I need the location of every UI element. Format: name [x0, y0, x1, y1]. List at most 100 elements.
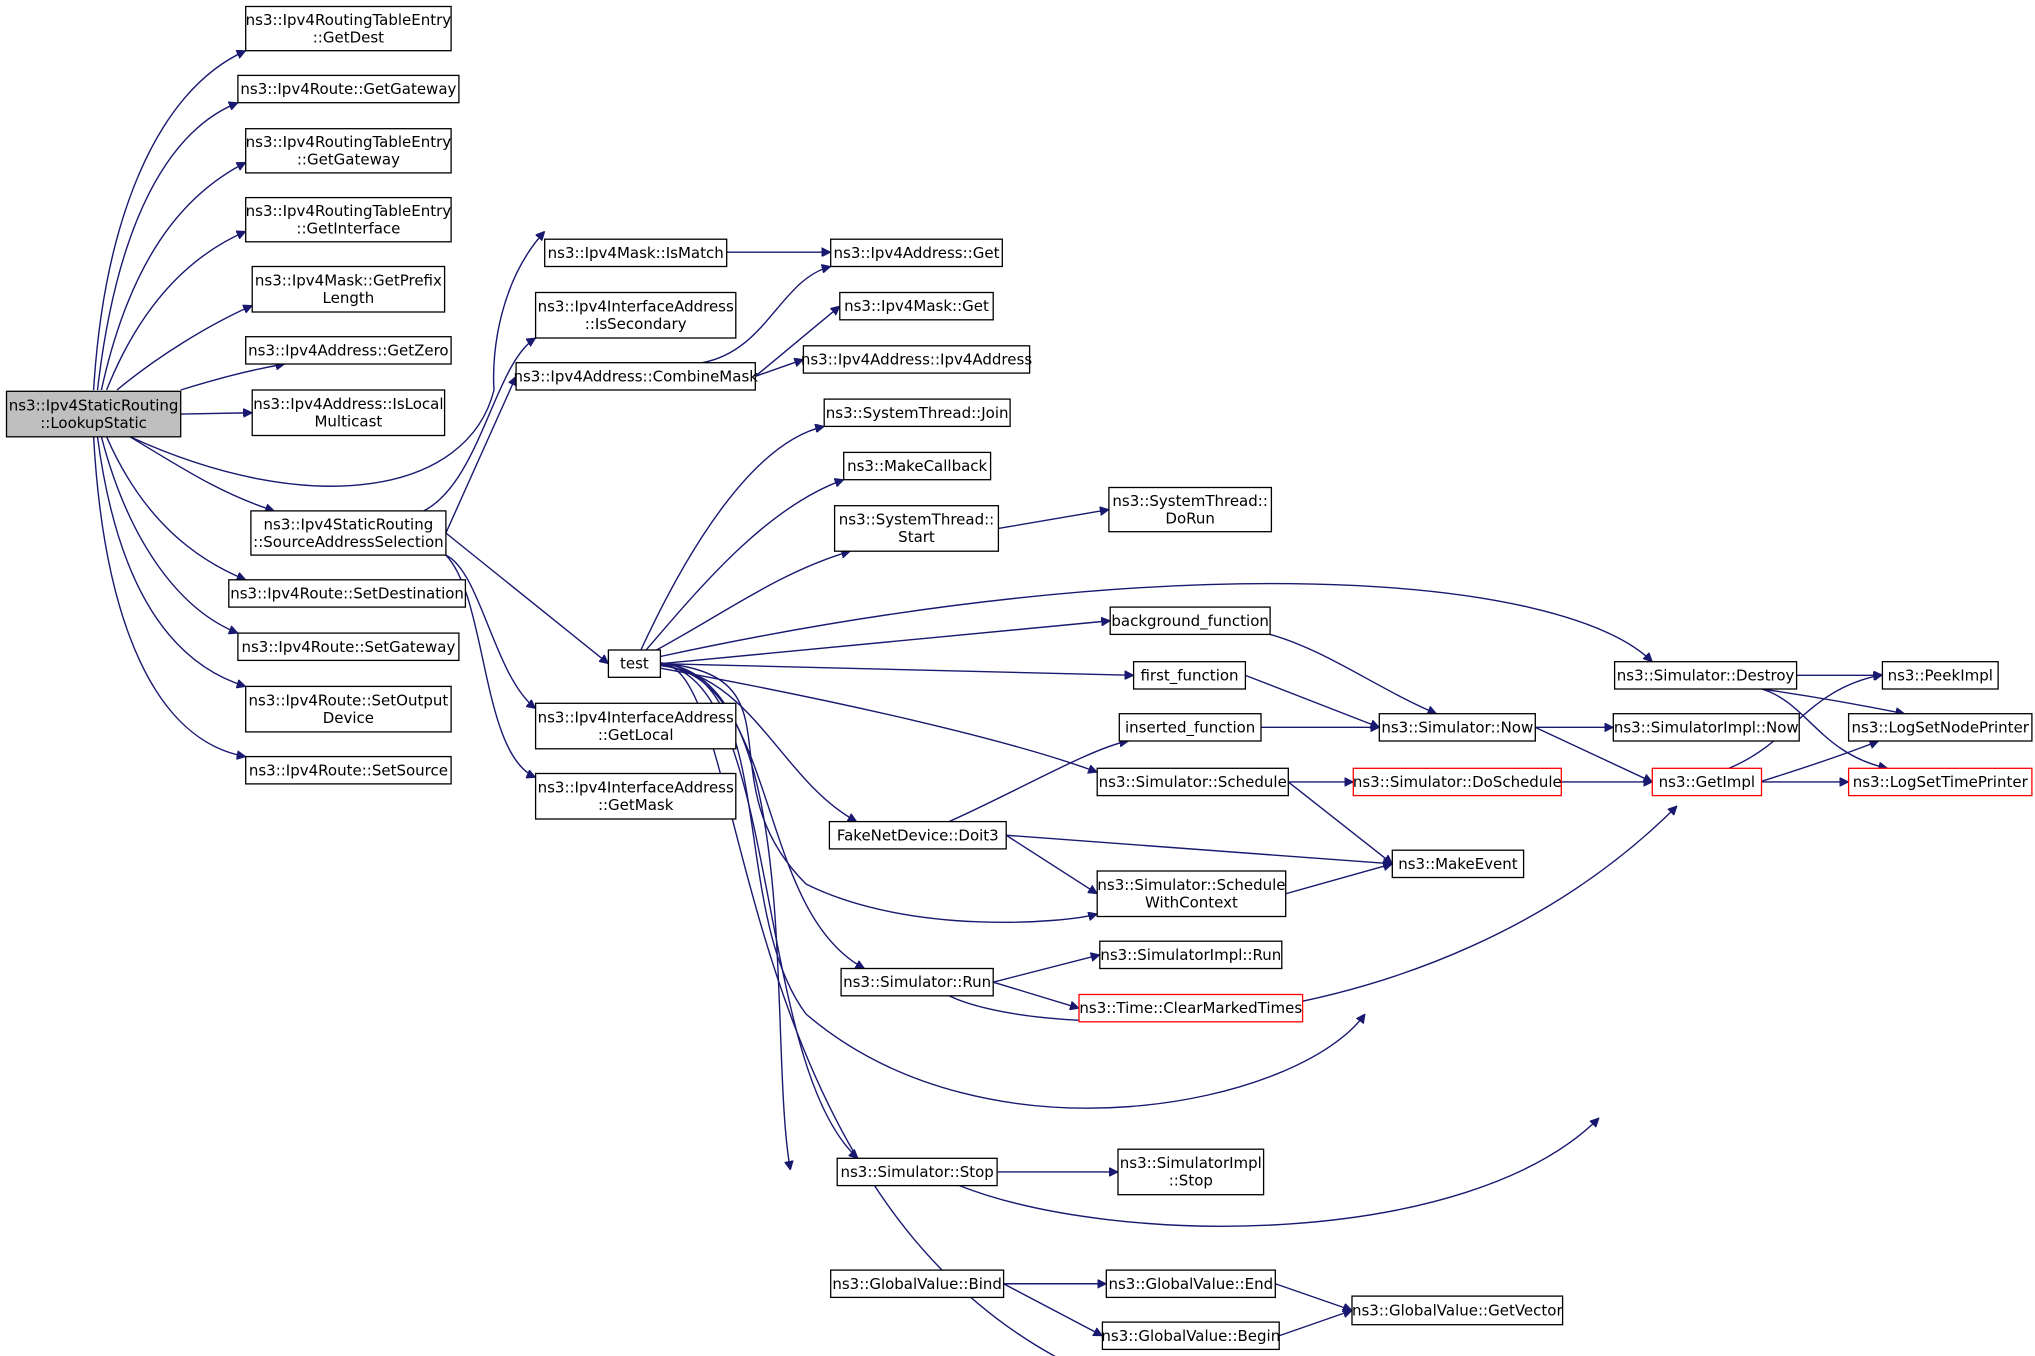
node-gv-begin[interactable]: ns3::GlobalValue::Begin: [1101, 1321, 1280, 1351]
node-logtime[interactable]: ns3::LogSetTimePrinter: [1847, 767, 2033, 797]
node-sim-now[interactable]: ns3::Simulator::Now: [1378, 713, 1536, 742]
edge-test-to-sim-schedule: [660, 667, 1097, 772]
node-addr-ctor[interactable]: ns3::Ipv4Address::Ipv4Address: [801, 345, 1032, 374]
edge-sas-to-ifa-issec: [423, 337, 536, 512]
node-st-start[interactable]: ns3::SystemThread::Start: [833, 505, 1000, 552]
node-route-setgw[interactable]: ns3::Ipv4Route::SetGateway: [237, 632, 460, 662]
node-box: [1117, 1148, 1265, 1196]
node-rte-getdest[interactable]: ns3::Ipv4RoutingTableEntry::GetDest: [245, 5, 452, 52]
edge-getimpl-to-peekimpl: [1728, 675, 1882, 769]
node-ifa-getmask[interactable]: ns3::Ipv4InterfaceAddress::GetMask: [534, 772, 737, 820]
node-label: ns3::Simulator::Stop: [840, 1163, 993, 1181]
node-label: ns3::Ipv4Route::SetGateway: [241, 638, 455, 656]
node-ifa-issec[interactable]: ns3::Ipv4InterfaceAddress::IsSecondary: [534, 291, 737, 339]
edge-doit3-to-sim-swc: [1005, 834, 1097, 895]
node-addr-zero[interactable]: ns3::Ipv4Address::GetZero: [245, 336, 452, 365]
node-sas[interactable]: ns3::Ipv4StaticRouting::SourceAddressSel…: [250, 510, 447, 556]
node-label: ns3::Simulator::Destroy: [1617, 666, 1795, 684]
node-route-getgw[interactable]: ns3::Ipv4Route::GetGateway: [237, 74, 460, 104]
edge-gv-bind-to-gv-begin: [1003, 1283, 1103, 1337]
node-label: ::GetMask: [598, 796, 674, 814]
node-insfn[interactable]: inserted_function: [1118, 713, 1262, 742]
node-box: [839, 291, 994, 321]
node-label: ::GetInterface: [296, 219, 400, 237]
node-label: ns3::Time::ClearMarkedTimes: [1079, 999, 1302, 1017]
node-bgfn[interactable]: background_function: [1109, 606, 1271, 636]
edge-sim-run-to-simimpl-run: [993, 955, 1100, 983]
node-label: ns3::Simulator::Schedule: [1099, 773, 1287, 791]
node-gv-getvec[interactable]: ns3::GlobalValue::GetVector: [1351, 1295, 1563, 1326]
node-lookup[interactable]: ns3::Ipv4StaticRouting::LookupStatic: [5, 390, 182, 438]
node-label: ns3::SimulatorImpl::Now: [1614, 718, 1799, 736]
edge-sim-destroy-to-logtime: [1761, 688, 1888, 768]
node-box: [833, 505, 1000, 552]
node-box: [5, 390, 182, 438]
node-sim-stop[interactable]: ns3::Simulator::Stop: [836, 1157, 998, 1187]
node-test[interactable]: test: [607, 649, 662, 678]
node-label: ns3::Ipv4StaticRouting: [9, 396, 179, 414]
node-time-clear[interactable]: ns3::Time::ClearMarkedTimes: [1078, 993, 1304, 1023]
node-gv-bind[interactable]: ns3::GlobalValue::Bind: [830, 1269, 1005, 1299]
node-box: [245, 685, 452, 733]
node-label: ns3::Simulator::Run: [843, 973, 991, 991]
node-box: [534, 702, 737, 750]
node-sim-run[interactable]: ns3::Simulator::Run: [840, 967, 994, 997]
node-sim-schedule[interactable]: ns3::Simulator::Schedule: [1096, 767, 1289, 797]
node-box: [1612, 713, 1800, 742]
edge-lookup-to-mask-ismatch: [129, 231, 545, 487]
node-box: [1105, 1269, 1276, 1299]
node-label: ns3::Ipv4Route::SetSource: [249, 761, 448, 779]
edge-test-to-bgfn: [660, 621, 1110, 665]
edge-test-to-gv-bind: [660, 662, 790, 1170]
node-doit3[interactable]: FakeNetDevice::Doit3: [828, 820, 1007, 850]
edge-getimpl-to-lognode: [1761, 741, 1879, 782]
node-lognode[interactable]: ns3::LogSetNodePrinter: [1847, 713, 2033, 742]
node-box: [1352, 767, 1562, 797]
edge-doit3-to-makeevent: [1006, 834, 1392, 864]
node-makeevent[interactable]: ns3::MakeEvent: [1391, 849, 1525, 879]
node-ifa-getlocal[interactable]: ns3::Ipv4InterfaceAddress::GetLocal: [534, 702, 737, 750]
node-simimpl-run[interactable]: ns3::SimulatorImpl::Run: [1099, 940, 1283, 970]
node-makecb[interactable]: ns3::MakeCallback: [843, 451, 992, 481]
node-label: ns3::LogSetTimePrinter: [1853, 773, 2029, 791]
edge-lookup-to-route-setout: [96, 436, 246, 687]
node-gv-end[interactable]: ns3::GlobalValue::End: [1105, 1269, 1276, 1299]
node-mask-ismatch[interactable]: ns3::Ipv4Mask::IsMatch: [544, 238, 728, 268]
node-box: [237, 632, 460, 662]
node-addr-combine[interactable]: ns3::Ipv4Address::CombineMask: [513, 362, 758, 391]
node-route-setdest[interactable]: ns3::Ipv4Route::SetDestination: [228, 579, 467, 608]
node-getimpl[interactable]: ns3::GetImpl: [1651, 767, 1763, 797]
edge-test-to-sim-swc: [660, 662, 1097, 923]
node-label: ns3::Ipv4InterfaceAddress: [538, 708, 734, 726]
edge-lookup-to-route-setdest: [105, 436, 246, 580]
node-label: ns3::Ipv4RoutingTableEntry: [246, 11, 452, 29]
node-label: ns3::Simulator::Now: [1381, 718, 1533, 736]
edge-sim-destroy-to-lognode: [1761, 688, 1905, 714]
node-st-join[interactable]: ns3::SystemThread::Join: [823, 398, 1011, 428]
node-label: ::Stop: [1169, 1172, 1213, 1190]
node-sim-dosched[interactable]: ns3::Simulator::DoSchedule: [1352, 767, 1562, 797]
node-label: ns3::SystemThread::: [1112, 492, 1267, 510]
node-simimpl-stop[interactable]: ns3::SimulatorImpl::Stop: [1117, 1148, 1265, 1196]
node-box: [1118, 713, 1262, 742]
node-st-dorun[interactable]: ns3::SystemThread::DoRun: [1108, 486, 1273, 533]
node-simimpl-now[interactable]: ns3::SimulatorImpl::Now: [1612, 713, 1800, 742]
node-sim-destroy[interactable]: ns3::Simulator::Destroy: [1613, 661, 1798, 690]
node-addr-get[interactable]: ns3::Ipv4Address::Get: [830, 238, 1003, 268]
node-rte-getgw[interactable]: ns3::Ipv4RoutingTableEntry::GetGateway: [245, 128, 452, 174]
node-firstfn[interactable]: first_function: [1132, 661, 1247, 690]
node-rte-getif[interactable]: ns3::Ipv4RoutingTableEntry::GetInterface: [245, 196, 452, 243]
node-label: ns3::GlobalValue::GetVector: [1352, 1301, 1563, 1319]
node-label: inserted_function: [1125, 718, 1255, 737]
node-box: [1651, 767, 1763, 797]
node-mask-get[interactable]: ns3::Ipv4Mask::Get: [839, 291, 994, 321]
node-route-setsrc[interactable]: ns3::Ipv4Route::SetSource: [245, 755, 452, 785]
node-label: ns3::MakeEvent: [1398, 855, 1518, 873]
edge-test-to-firstfn: [660, 662, 1133, 676]
node-label: ns3::GlobalValue::End: [1108, 1275, 1273, 1293]
node-peekimpl[interactable]: ns3::PeekImpl: [1881, 661, 1999, 690]
